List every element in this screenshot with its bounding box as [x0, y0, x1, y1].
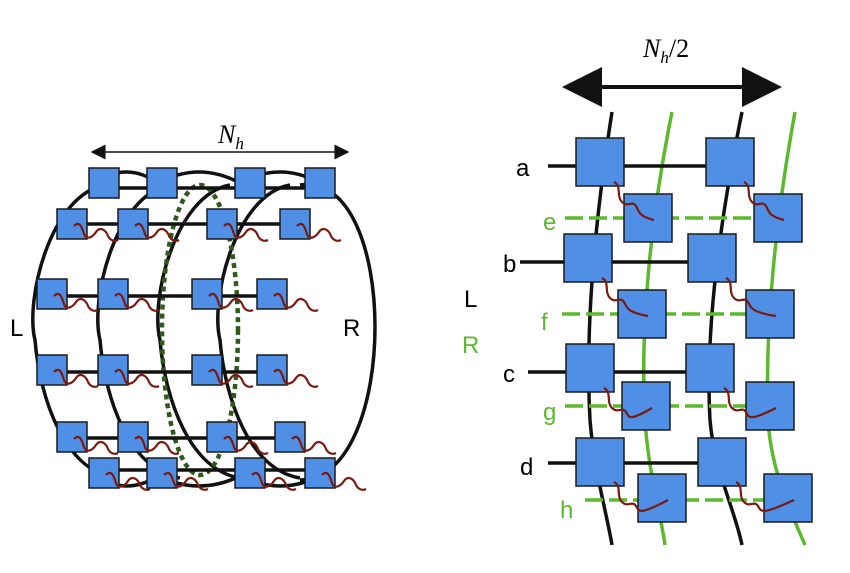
- physical-leg-left-16: [273, 368, 319, 388]
- tensor-left-17: [56, 421, 88, 453]
- physical-leg-left-18: [134, 435, 180, 455]
- physical-leg-left-19: [223, 435, 269, 455]
- physical-leg-right-7: [613, 481, 669, 512]
- tensor-left-5: [56, 208, 88, 240]
- physical-leg-left-14: [114, 368, 160, 388]
- physical-leg-left-5: [73, 222, 119, 242]
- tensor-left-6: [117, 208, 149, 240]
- unfolded-diagram: Nh/2 a b c d e f g h L R: [462, 34, 813, 546]
- tensor-green-5: [621, 381, 671, 431]
- physical-leg-right-4: [725, 277, 777, 318]
- physical-leg-left-12: [273, 292, 319, 312]
- tensor-left-14: [97, 354, 129, 386]
- left-tensors: [36, 167, 367, 491]
- physical-leg-right-6: [723, 387, 777, 419]
- tensor-left-10: [97, 278, 129, 310]
- row-label-e: e: [543, 209, 556, 236]
- physical-leg-right-3: [601, 277, 649, 318]
- physical-leg-left-10: [114, 292, 160, 312]
- right-tensors: [563, 137, 813, 523]
- label-L-left: L: [10, 315, 23, 342]
- tensor-left-12: [256, 278, 288, 310]
- tensor-left-15: [191, 354, 223, 386]
- tensor-green-6: [745, 381, 795, 431]
- physical-leg-left-20: [291, 435, 337, 455]
- tensor-left-2: [146, 167, 178, 199]
- cylinder-diagram: Nh L R: [10, 120, 377, 491]
- physical-leg-left-7: [223, 222, 269, 242]
- row-label-b: b: [503, 251, 516, 278]
- tensor-black-6: [685, 343, 735, 393]
- label-L-right: L: [464, 286, 477, 313]
- tensor-black-2: [705, 137, 755, 187]
- tensor-black-8: [697, 437, 747, 487]
- width-label-nh: Nh: [217, 120, 244, 153]
- tensor-left-7: [206, 208, 238, 240]
- row-label-a: a: [516, 155, 530, 182]
- physical-leg-left-17: [73, 435, 119, 455]
- tensor-black-3: [563, 233, 613, 283]
- tensor-left-16: [256, 354, 288, 386]
- tensor-green-7: [637, 473, 687, 523]
- physical-leg-right-5: [603, 387, 653, 419]
- physical-leg-left-11: [208, 292, 254, 312]
- label-R-left: R: [343, 315, 360, 342]
- tensor-left-22: [146, 457, 178, 489]
- horizontal-bonds: [52, 186, 325, 472]
- tensor-left-1: [88, 167, 120, 199]
- tensor-green-8: [763, 473, 813, 523]
- physical-leg-left-13: [53, 368, 99, 388]
- physical-leg-left-6: [134, 222, 180, 242]
- physical-leg-left-15: [208, 368, 254, 388]
- tensor-left-20: [274, 421, 306, 453]
- tensor-left-8: [279, 208, 311, 240]
- physical-leg-right-8: [735, 481, 795, 512]
- row-label-f: f: [541, 309, 548, 336]
- tensor-left-9: [36, 278, 68, 310]
- cut-loop: [159, 182, 241, 478]
- tensor-left-13: [36, 354, 68, 386]
- tensor-left-11: [191, 278, 223, 310]
- tensor-left-4: [304, 167, 336, 199]
- tensor-black-4: [687, 233, 737, 283]
- tensor-left-23: [234, 457, 266, 489]
- physical-leg-left-8: [296, 222, 342, 242]
- physical-leg-right-1: [613, 181, 655, 222]
- ring-4: [216, 183, 301, 480]
- physical-leg-right-2: [743, 181, 785, 222]
- physical-leg-left-21: [105, 471, 151, 491]
- width-label-nh-half: Nh/2: [642, 34, 689, 67]
- tensor-black-5: [565, 343, 615, 393]
- physical-leg-left-23: [251, 471, 297, 491]
- row-label-h: h: [560, 497, 573, 524]
- tensor-left-3: [234, 167, 266, 199]
- ring-3: [156, 183, 241, 480]
- tensor-left-24: [304, 457, 336, 489]
- row-label-d: d: [520, 454, 533, 481]
- tensor-left-19: [206, 421, 238, 453]
- right-end-ring: [299, 183, 377, 482]
- label-R-right: R: [462, 332, 479, 359]
- tensor-left-18: [117, 421, 149, 453]
- row-label-c: c: [503, 361, 515, 388]
- row-label-g: g: [543, 399, 556, 426]
- tensor-black-7: [575, 437, 625, 487]
- physical-leg-left-9: [53, 292, 99, 312]
- tensor-left-21: [88, 457, 120, 489]
- row-labels: a b c d e f g h: [503, 155, 573, 524]
- physical-leg-left-24: [321, 471, 367, 491]
- tensor-black-1: [575, 137, 625, 187]
- physical-leg-left-22: [163, 471, 209, 491]
